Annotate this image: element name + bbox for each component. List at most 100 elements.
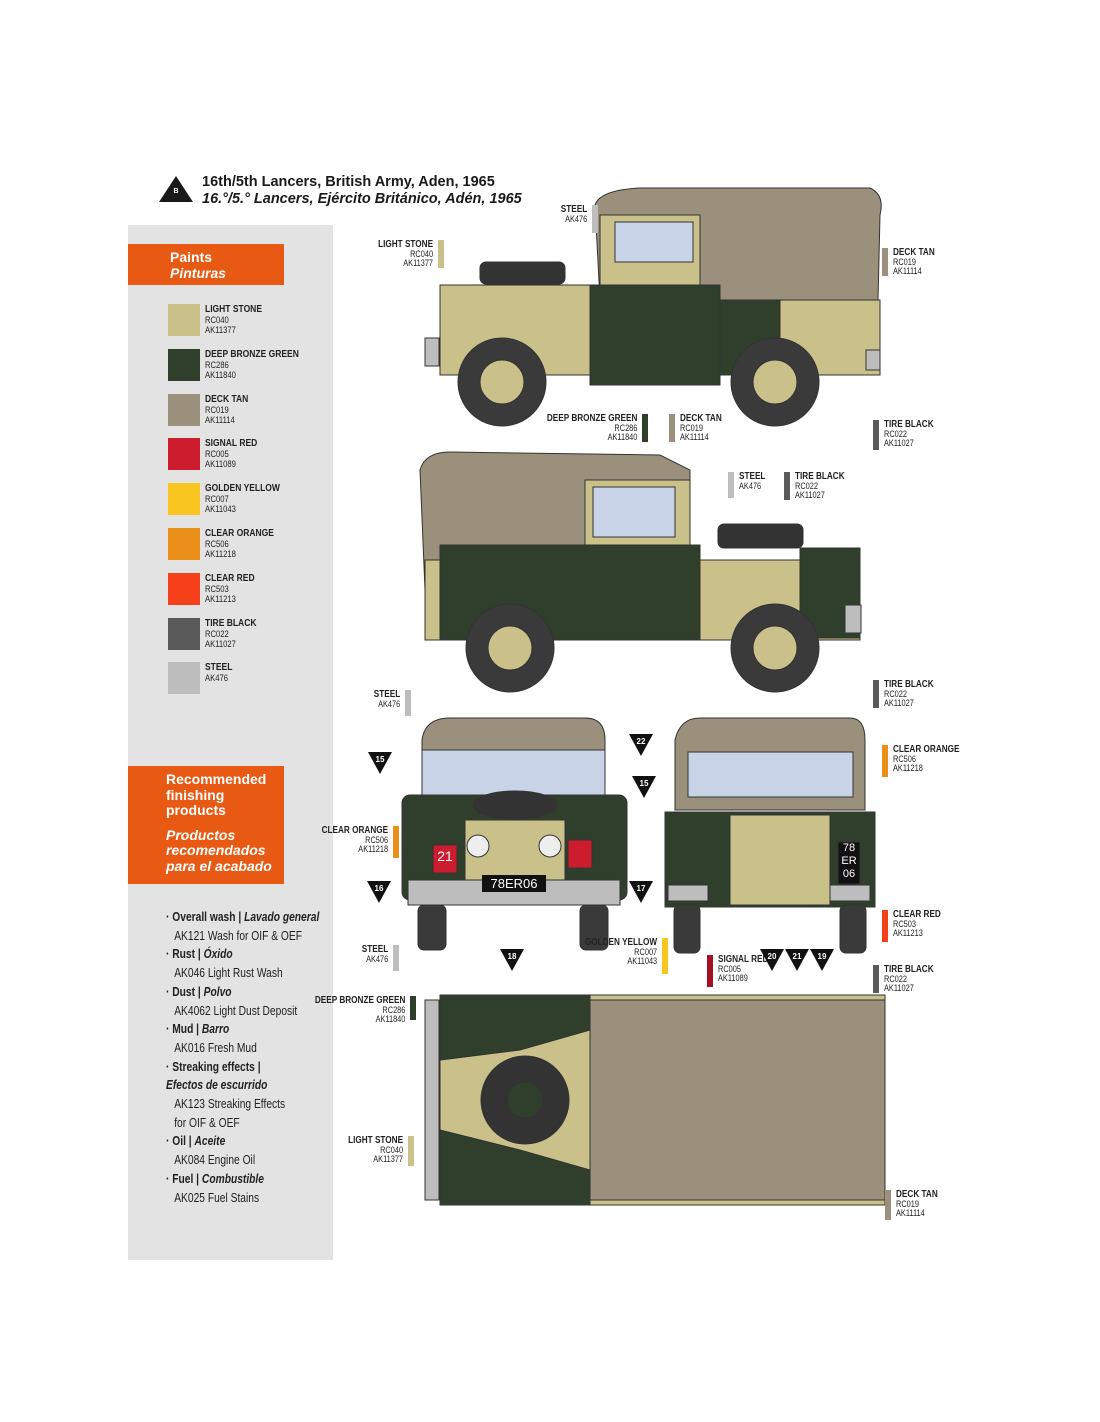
scheme-title-en: 16th/5th Lancers, British Army, Aden, 19… (202, 174, 495, 190)
callout-paint-name: DECK TAN (680, 413, 722, 424)
callout-paint-code: RC005 (718, 963, 741, 974)
decal-number-marker: 22 (629, 734, 653, 756)
callout-paint-code: AK11114 (680, 432, 709, 442)
finishing-header: Recommended finishing products Productos… (128, 766, 284, 884)
decal-number-marker: 15 (632, 776, 656, 798)
callout-paint-code: RC022 (884, 688, 907, 699)
callout-paint-code: RC506 (365, 834, 388, 845)
color-bar (669, 414, 675, 442)
finishing-category: · Dust | Polvo (166, 984, 232, 999)
paint-code: AK11114 (205, 414, 235, 425)
color-bar (393, 826, 399, 858)
paint-code: RC503 (205, 583, 229, 594)
rear-number-plate: 78 ER 06 (841, 842, 857, 880)
paint-code: AK11089 (205, 459, 236, 470)
finishing-product: AK084 Engine Oil (174, 1153, 256, 1168)
callout-paint-name: TIRE BLACK (795, 471, 845, 482)
inverted-triangle-icon (760, 949, 784, 971)
callout-paint-name: GOLDEN YELLOW (584, 937, 657, 948)
color-bar (873, 965, 879, 993)
callout-paint-code: RC022 (884, 428, 907, 439)
color-bar (592, 205, 598, 233)
decal-number-marker: 16 (367, 881, 391, 903)
finishing-product: AK123 Streaking Effects (174, 1097, 286, 1112)
paint-code: RC007 (205, 494, 229, 505)
inverted-triangle-icon (632, 776, 656, 798)
callout-paint-code: RC506 (893, 753, 916, 764)
callout-paint-code: AK11027 (884, 983, 914, 993)
finishing-product: for OIF & OEF (174, 1115, 240, 1130)
finishing-category: · Fuel | Combustible (166, 1171, 264, 1186)
finishing-product: AK046 Light Rust Wash (174, 966, 283, 981)
callout-paint-code: RC007 (634, 946, 657, 957)
callout-paint-code: RC503 (893, 918, 916, 929)
inverted-triangle-icon (500, 949, 524, 971)
callout-paint-code: RC040 (410, 248, 433, 259)
paint-name: CLEAR ORANGE (205, 528, 274, 539)
rear-view (664, 717, 876, 954)
callout-paint-name: TIRE BLACK (884, 964, 934, 975)
inverted-triangle-icon (368, 752, 392, 774)
unit-sign-front: 21 (437, 848, 453, 864)
callout-paint-code: AK476 (739, 480, 762, 491)
color-bar (662, 938, 668, 974)
paint-code: AK11840 (205, 369, 236, 380)
callout-paint-code: AK11027 (884, 698, 914, 708)
finishing-product: AK016 Fresh Mud (174, 1040, 257, 1055)
callout-paint-name: STEEL (361, 944, 388, 955)
decal-number-marker: 17 (629, 881, 653, 903)
paints-header: Paints Pinturas (128, 244, 284, 285)
callout-paint-code: RC286 (614, 422, 637, 433)
callout-paint-code: AK11218 (358, 844, 388, 854)
callout-paint-name: STEEL (373, 689, 400, 700)
paint-code: AK11377 (205, 325, 236, 335)
color-bar (882, 745, 888, 777)
finishing-product: AK121 Wash for OIF & OEF (174, 928, 302, 943)
callout-paint-name: LIGHT STONE (378, 239, 433, 250)
paint-code: RC005 (205, 449, 229, 460)
color-bar (408, 1136, 414, 1166)
color-swatch (168, 304, 200, 336)
color-swatch (168, 348, 200, 381)
callout-paint-name: DEEP BRONZE GREEN (546, 413, 637, 424)
callout-paint-name: LIGHT STONE (348, 1135, 403, 1146)
finishing-category: · Streaking effects | (166, 1059, 261, 1074)
color-bar (784, 472, 790, 500)
callout-paint-name: STEEL (560, 204, 587, 215)
paint-name: GOLDEN YELLOW (205, 483, 280, 495)
color-bar (642, 414, 648, 442)
paint-name: LIGHT STONE (205, 304, 262, 315)
callout-paint-code: AK476 (377, 698, 400, 709)
callout-paint-name: SIGNAL RED (718, 954, 769, 965)
callout-paint-name: STEEL (739, 471, 766, 482)
finishing-category: · Mud | Barro (166, 1022, 230, 1037)
callout-paint-name: DEEP BRONZE GREEN (314, 995, 405, 1006)
front-view (401, 717, 628, 951)
callout-paint-code: RC022 (884, 973, 907, 984)
scheme-title: 16th/5th Lancers, British Army, Aden, 19… (202, 174, 522, 208)
callout-paint-code: AK11043 (627, 956, 657, 966)
callout-paint-code: RC286 (382, 1004, 405, 1015)
